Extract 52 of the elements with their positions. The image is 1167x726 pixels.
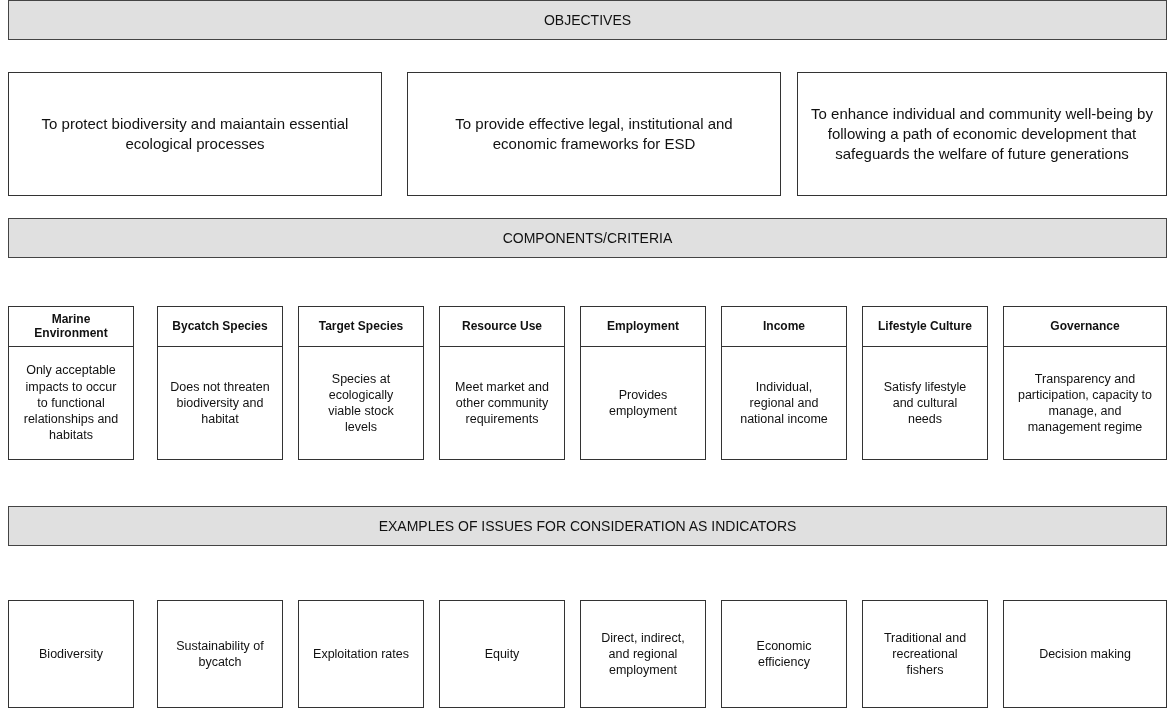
criteria-text: Individual, regional and national income (739, 378, 829, 428)
box-text: Decision making (1039, 645, 1131, 663)
criteria-heading: Lifestyle Culture (878, 319, 972, 334)
box-text: Biodiversity (39, 645, 103, 663)
box-text: To provide effective legal, institutional and economic frameworks for ESD (454, 113, 734, 154)
section-title: OBJECTIVES (543, 12, 632, 28)
criteria-heading: Resource Use (461, 319, 542, 334)
criteria-heading: Employment (607, 319, 679, 334)
box-text: Exploitation rates (313, 645, 409, 663)
section-title: COMPONENTS/CRITERIA (502, 230, 673, 246)
box-text: Equity (484, 645, 520, 663)
objective-box (407, 72, 781, 196)
criteria-text: Species at ecologically viable stock levels (327, 370, 395, 436)
indicator-box (8, 600, 134, 708)
section-banner (8, 218, 1167, 258)
criteria-heading: Marine Environment (33, 312, 109, 341)
section-title: EXAMPLES OF ISSUES FOR CONSIDERATION AS INDICATORS (378, 518, 797, 534)
box-text: To protect biodiversity and maiantain essential ecological processes (40, 113, 350, 154)
criteria-box (157, 306, 283, 460)
indicator-box (298, 600, 424, 708)
criteria-box (1003, 306, 1167, 460)
indicator-box (439, 600, 565, 708)
objective-box (8, 72, 382, 196)
objective-box (797, 72, 1167, 196)
criteria-box (580, 306, 706, 460)
section-banner (8, 506, 1167, 546)
section-banner (8, 0, 1167, 40)
box-text: Sustainability of bycatch (175, 637, 265, 671)
box-text: Direct, indirect, and regional employment (600, 629, 686, 679)
box-text: Traditional and recreational fishers (882, 629, 968, 679)
criteria-box (862, 306, 988, 460)
indicator-box (862, 600, 988, 708)
box-text: To enhance individual and community well-being by following a path of economic development that safeguards the welfare of future generations (810, 103, 1154, 165)
criteria-text: Only acceptable impacts to occur to functional relationships and habitats (22, 362, 120, 444)
box-text: Economic efficiency (755, 637, 813, 671)
criteria-heading: Governance (1050, 319, 1120, 334)
indicator-box (721, 600, 847, 708)
criteria-text: Meet market and other community requirements (454, 378, 550, 428)
criteria-heading: Target Species (318, 319, 404, 334)
criteria-heading: Income (763, 319, 805, 334)
indicator-box (580, 600, 706, 708)
criteria-text: Transparency and participation, capacity to manage, and management regime (1016, 370, 1154, 436)
criteria-box (439, 306, 565, 460)
criteria-text: Satisfy lifestyle and cultural needs (882, 378, 968, 428)
criteria-box (721, 306, 847, 460)
criteria-box (8, 306, 134, 460)
criteria-heading: Bycatch Species (172, 319, 268, 334)
indicator-box (157, 600, 283, 708)
criteria-box (298, 306, 424, 460)
criteria-text: Does not threaten biodiversity and habitat (170, 378, 270, 428)
indicator-box (1003, 600, 1167, 708)
criteria-text: Provides employment (607, 386, 679, 420)
